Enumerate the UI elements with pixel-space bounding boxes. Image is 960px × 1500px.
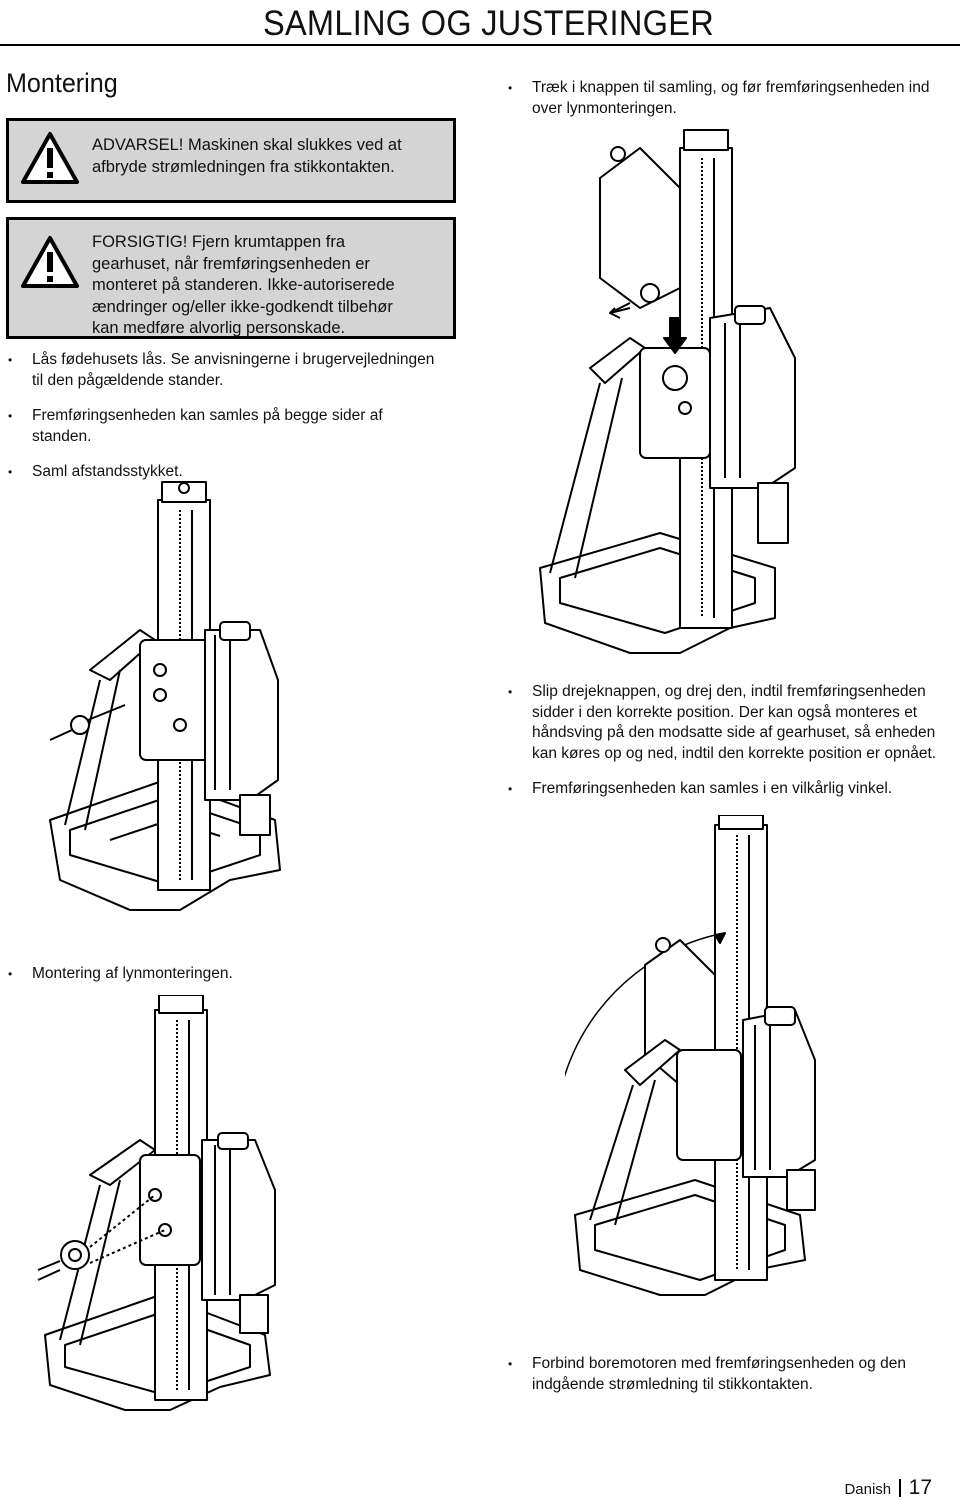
page-number: 17 <box>908 1476 932 1499</box>
bullet-list: Lås fødehusets lås. Se anvisningerne i b… <box>6 350 436 498</box>
warning-text: ADVARSEL! Maskinen skal slukkes ved at a… <box>92 136 402 176</box>
warning-box-forsigtig: FORSIGTIG! Fjern krumtappen fra gearhuse… <box>6 217 456 339</box>
list-item: Forbind boremotoren med fremføringsenhed… <box>506 1354 960 1395</box>
list-item: Træk i knappen til samling, og før fremf… <box>506 78 960 119</box>
warning-triangle-icon <box>21 132 79 184</box>
drill-stand-illustration <box>565 815 816 1296</box>
section-title: Montering <box>6 68 118 98</box>
warning-text: FORSIGTIG! Fjern krumtappen fra gearhuse… <box>92 233 395 337</box>
page-footer: Danish 17 <box>844 1476 932 1500</box>
page-header-title: SAMLING OG JUSTERINGER <box>262 4 714 43</box>
list-item: Lås fødehusets lås. Se anvisningerne i b… <box>6 350 436 391</box>
bullet-list: Montering af lynmonteringen. <box>6 964 436 1000</box>
list-item: Slip drejeknappen, og drej den, indtil f… <box>506 682 960 764</box>
list-item: Fremføringsenheden kan samles på begge s… <box>6 406 436 447</box>
list-item: Montering af lynmonteringen. <box>6 964 436 985</box>
bullet-list: Slip drejeknappen, og drej den, indtil f… <box>506 682 960 815</box>
warning-triangle-icon <box>21 236 79 288</box>
bullet-list: Træk i knappen til samling, og før fremf… <box>506 78 960 134</box>
bullet-list: Forbind boremotoren med fremføringsenhed… <box>506 1354 960 1410</box>
footer-language: Danish <box>844 1481 892 1498</box>
list-item: Saml afstandsstykket. <box>6 462 436 483</box>
footer-separator <box>899 1479 901 1497</box>
drill-stand-illustration <box>37 995 276 1411</box>
drill-stand-illustration <box>49 481 281 911</box>
header-rule <box>0 44 960 46</box>
drill-stand-illustration <box>539 129 796 654</box>
list-item: Fremføringsenheden kan samles i en vilkå… <box>506 779 960 800</box>
warning-box-advarsel: ADVARSEL! Maskinen skal slukkes ved at a… <box>6 118 456 203</box>
